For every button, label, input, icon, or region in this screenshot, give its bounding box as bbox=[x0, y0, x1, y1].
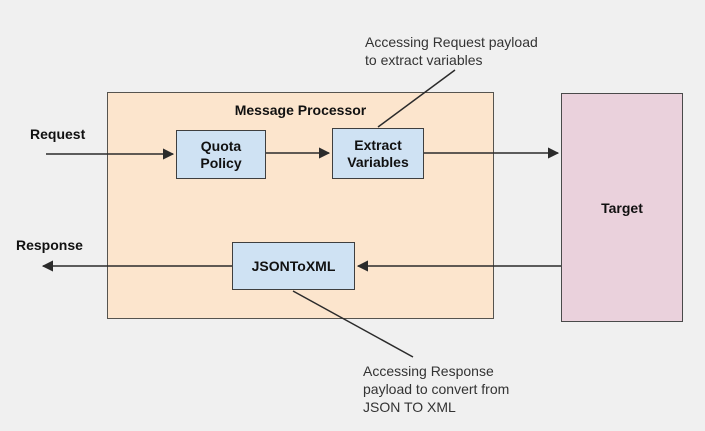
node-extract-variables: Extract Variables bbox=[332, 128, 424, 179]
response-label: Response bbox=[16, 237, 83, 253]
node-quota-policy: Quota Policy bbox=[176, 130, 266, 179]
request-label: Request bbox=[30, 126, 86, 142]
annotation-response-payload: Accessing Response payload to convert fr… bbox=[363, 363, 510, 415]
message-processor-title: Message Processor bbox=[234, 102, 367, 118]
node-jsontoxml: JSONToXML bbox=[232, 242, 355, 290]
annotation-request-payload: Accessing Request payload to extract var… bbox=[365, 34, 538, 68]
target-box: Target bbox=[561, 93, 683, 322]
target-label: Target bbox=[601, 199, 643, 216]
